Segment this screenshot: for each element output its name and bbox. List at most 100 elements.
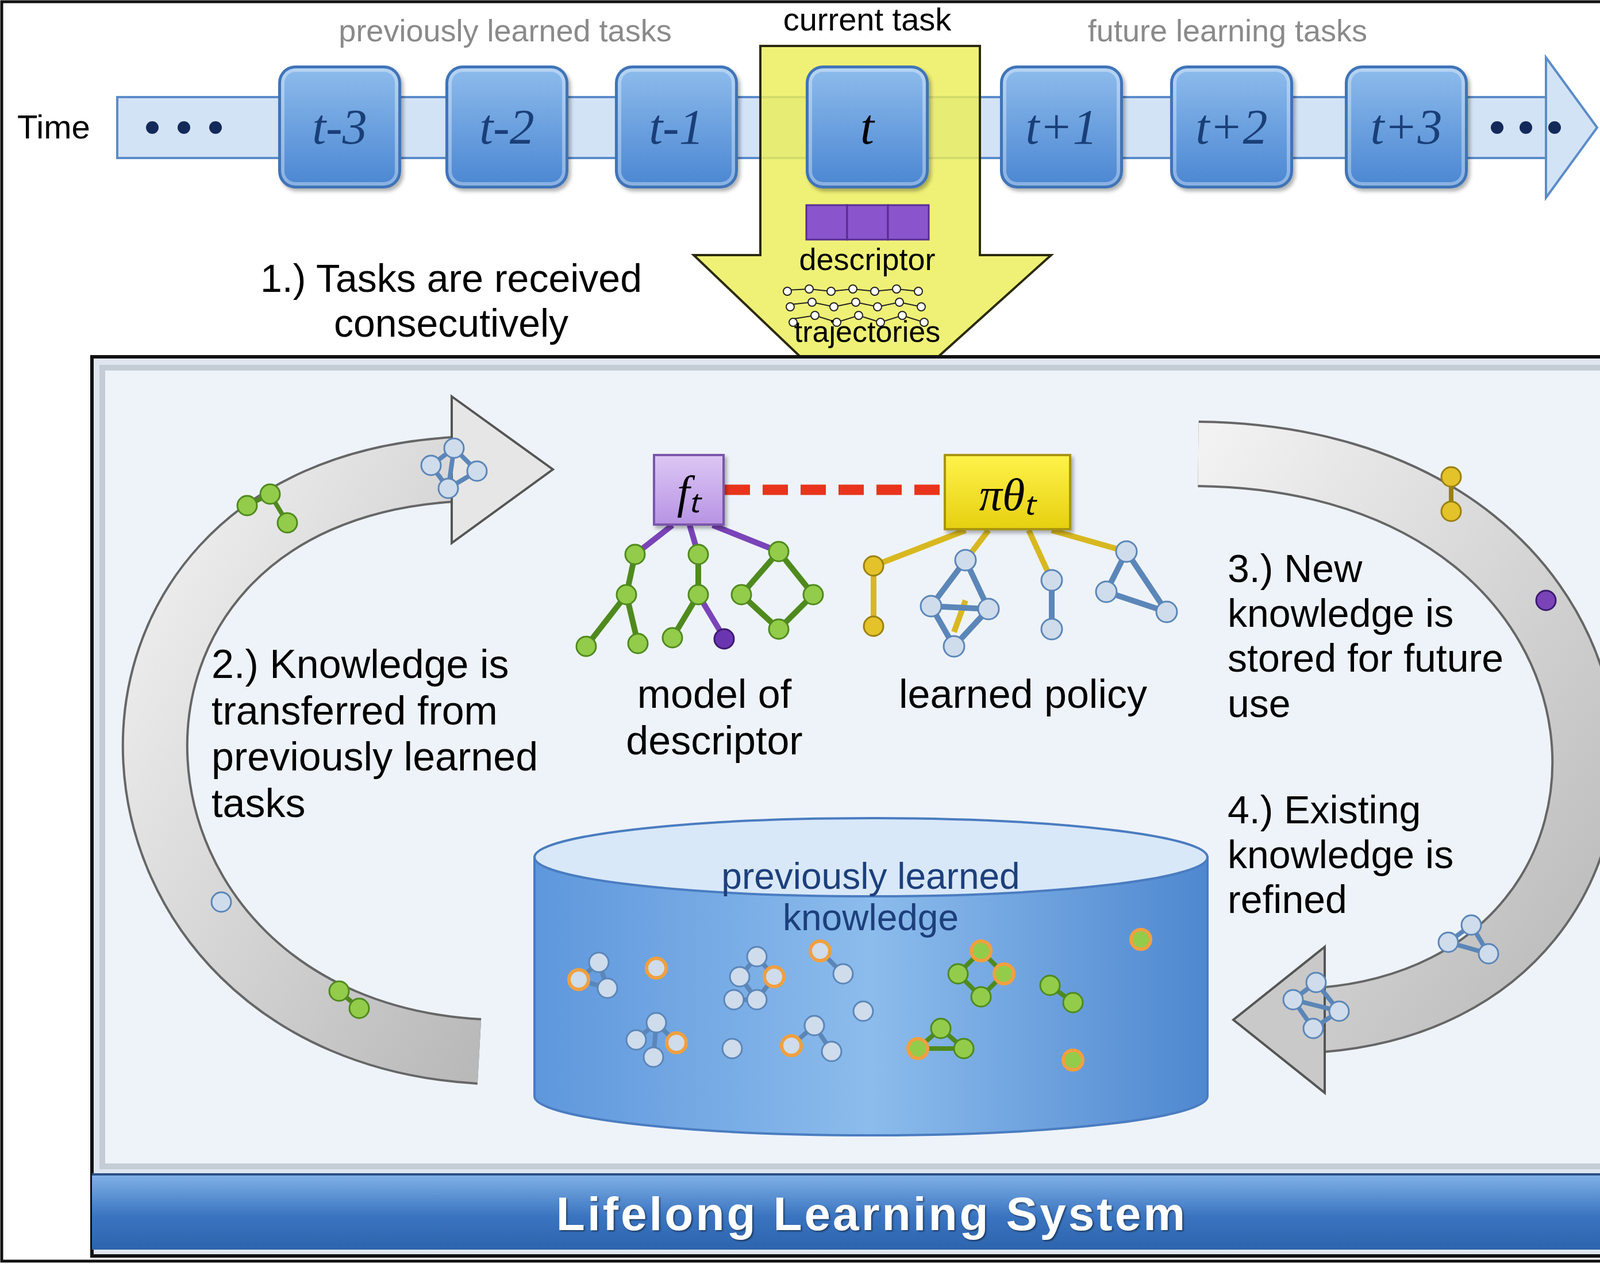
atom bbox=[1536, 590, 1556, 611]
atom bbox=[211, 892, 232, 913]
trajectory-state bbox=[827, 287, 836, 296]
policy-box: πθₜ bbox=[943, 454, 1072, 531]
atom bbox=[1306, 972, 1326, 993]
atom bbox=[349, 998, 369, 1019]
current-task-label: current task bbox=[706, 1, 1029, 38]
descriptor-tree bbox=[576, 525, 823, 657]
tree-caption: learned policy bbox=[862, 671, 1184, 718]
atom bbox=[722, 1039, 742, 1059]
policy-graph bbox=[863, 530, 1178, 657]
molecule bbox=[853, 1001, 873, 1022]
atom bbox=[1063, 1050, 1083, 1071]
panel-frame bbox=[91, 356, 1600, 1257]
task-box: t-2 bbox=[445, 65, 569, 189]
atom bbox=[626, 1030, 646, 1050]
atom bbox=[1283, 990, 1303, 1010]
atom bbox=[747, 947, 767, 967]
knowledge-cylinder: previously learned knowledge bbox=[532, 816, 1210, 1138]
atom bbox=[597, 978, 618, 999]
atom bbox=[666, 1033, 687, 1053]
step-note: 3.) New knowledge is stored for future u… bbox=[1227, 545, 1510, 726]
task-label: t bbox=[860, 98, 875, 156]
atom bbox=[1303, 1018, 1323, 1039]
atom bbox=[1040, 975, 1060, 996]
molecule bbox=[1040, 975, 1083, 1013]
trajectory-state bbox=[917, 302, 926, 311]
molecule bbox=[722, 1039, 742, 1059]
atom bbox=[724, 990, 744, 1010]
descriptor-model-label: fₜ bbox=[677, 458, 701, 522]
trajectory-state bbox=[873, 302, 882, 311]
task-label: t-2 bbox=[479, 98, 535, 156]
task-label: t+3 bbox=[1370, 98, 1443, 156]
atom bbox=[438, 478, 459, 499]
trajectory-state bbox=[783, 287, 792, 296]
step-note: 4.) Existing knowledge is refined bbox=[1227, 787, 1510, 923]
group-label: previously learned tasks bbox=[286, 12, 724, 49]
atom bbox=[277, 513, 298, 533]
trajectory-state bbox=[892, 285, 901, 294]
trajectory-state bbox=[808, 298, 817, 307]
atom bbox=[729, 967, 750, 987]
atom bbox=[954, 1039, 974, 1059]
atom bbox=[260, 484, 280, 505]
task-box: t-3 bbox=[278, 65, 402, 189]
task-box: t+2 bbox=[1170, 65, 1294, 189]
atom bbox=[971, 987, 991, 1007]
trajectory-state bbox=[848, 285, 857, 294]
molecule bbox=[237, 484, 298, 533]
task-label: t+2 bbox=[1195, 98, 1268, 156]
molecule bbox=[421, 438, 487, 499]
time-label: Time bbox=[17, 108, 115, 147]
trajectory-state bbox=[786, 302, 795, 311]
atom bbox=[833, 964, 853, 984]
atom bbox=[589, 952, 609, 973]
atom bbox=[237, 495, 257, 516]
task-box: t bbox=[805, 65, 929, 189]
atom bbox=[747, 990, 767, 1010]
atom bbox=[643, 1047, 664, 1068]
molecule bbox=[329, 981, 369, 1019]
atom bbox=[1441, 501, 1461, 522]
trajectory-state bbox=[870, 287, 879, 296]
molecule bbox=[646, 958, 667, 979]
task-label: t+1 bbox=[1025, 98, 1098, 156]
atom bbox=[1438, 932, 1459, 953]
atom bbox=[971, 941, 991, 961]
task-box: t+3 bbox=[1344, 65, 1468, 189]
descriptor-model-box: fₜ bbox=[652, 454, 725, 526]
atom bbox=[1478, 944, 1499, 964]
trajectory-state bbox=[829, 302, 838, 311]
tree-caption: model of descriptor bbox=[585, 671, 844, 764]
descriptor-vector bbox=[806, 205, 929, 240]
stored-molecules bbox=[568, 929, 1151, 1071]
time-arrow-head bbox=[1545, 57, 1598, 198]
atom bbox=[764, 967, 784, 987]
atom bbox=[646, 1013, 667, 1033]
trajectory-state bbox=[805, 285, 814, 294]
task-box: t+1 bbox=[1000, 65, 1123, 189]
task-label: t-3 bbox=[312, 98, 368, 156]
task-label: t-1 bbox=[648, 98, 705, 156]
task-box: t-1 bbox=[614, 65, 738, 189]
atom bbox=[1461, 915, 1482, 936]
atom bbox=[1329, 1001, 1349, 1022]
molecule bbox=[810, 941, 853, 984]
atom bbox=[1063, 993, 1083, 1013]
descriptor-label: descriptor bbox=[752, 241, 983, 278]
atom bbox=[1131, 929, 1151, 950]
trajectory-state bbox=[895, 298, 904, 307]
molecule bbox=[781, 1016, 842, 1062]
atom bbox=[810, 941, 830, 961]
step-note: 2.) Knowledge is transferred from previo… bbox=[211, 641, 568, 827]
atom bbox=[421, 455, 441, 476]
atom bbox=[1441, 467, 1461, 487]
molecule bbox=[948, 941, 1014, 1007]
group-label: future learning tasks bbox=[1009, 12, 1446, 49]
trajectory-state bbox=[851, 298, 860, 307]
molecule bbox=[1441, 467, 1461, 522]
molecule bbox=[1438, 915, 1499, 964]
trajectories-label: trajectories bbox=[752, 314, 983, 350]
atom bbox=[329, 981, 349, 1002]
molecule bbox=[1283, 972, 1349, 1039]
